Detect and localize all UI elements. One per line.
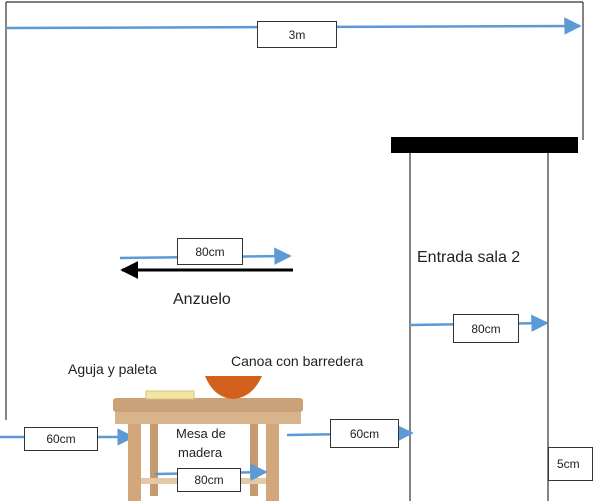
table-apron <box>115 412 301 424</box>
table-width-measure: 80cm <box>194 473 224 487</box>
entrance-label: Entrada sala 2 <box>417 249 521 266</box>
table-leg-back-right <box>250 424 258 496</box>
needle-paddle-icon <box>145 390 195 400</box>
width-label-box: 3m <box>257 21 337 48</box>
anzuelo-label: Anzuelo <box>173 291 231 308</box>
canoe-label: Canoa con barredera <box>231 353 364 369</box>
anzuelo-measure-box: 80cm <box>177 238 243 265</box>
width-label: 3m <box>288 27 306 42</box>
entrance-side-measure: 5cm <box>557 457 580 471</box>
door-lintel <box>391 137 578 153</box>
left-gap-measure: 60cm <box>46 432 76 446</box>
left-gap-box: 60cm <box>24 427 98 451</box>
anzuelo-measure: 80cm <box>195 244 225 259</box>
needle-paddle-label: Aguja y paleta <box>68 361 157 377</box>
table-leg-left <box>128 424 141 501</box>
table-label-line1: Mesa de <box>176 426 226 441</box>
entrance-measure-box: 80cm <box>453 314 519 343</box>
canoe-icon <box>205 376 262 399</box>
table-entrance-box: 60cm <box>330 419 399 448</box>
entrance-measure: 80cm <box>471 321 501 336</box>
table-leg-back-left <box>150 424 158 496</box>
table-width-box: 80cm <box>177 468 241 492</box>
entrance-side-box: 5cm <box>548 447 593 481</box>
table-leg-right <box>266 424 279 501</box>
table-entrance-measure: 60cm <box>349 426 380 441</box>
table-label-line2: madera <box>178 445 223 460</box>
table-top <box>113 398 303 412</box>
